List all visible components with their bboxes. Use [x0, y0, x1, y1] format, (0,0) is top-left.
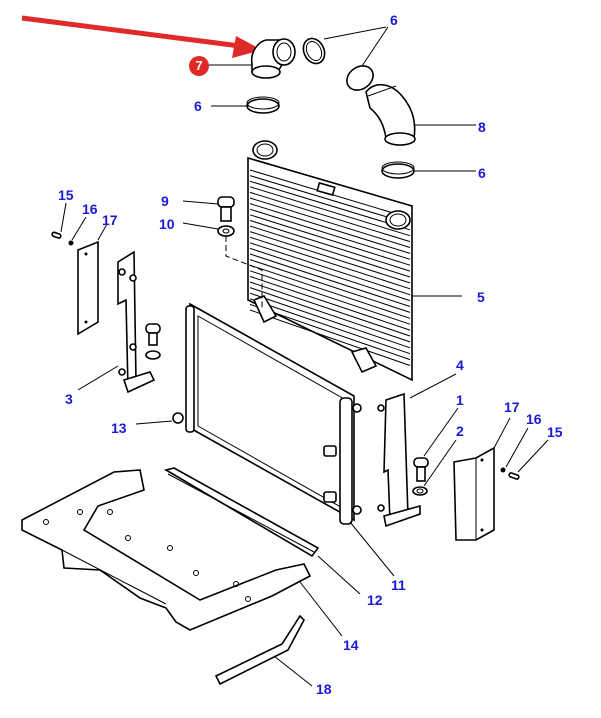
callout-8[interactable]: 8 — [478, 119, 486, 135]
intercooler-fin — [249, 231, 411, 284]
part-12-seal-strip[interactable] — [163, 467, 320, 558]
intercooler-fin — [249, 175, 411, 225]
intercooler-fin — [249, 259, 411, 313]
callout-5[interactable]: 5 — [477, 289, 485, 305]
bracket-3-bolt[interactable] — [145, 323, 161, 360]
part-17-cover-left[interactable] — [77, 240, 99, 336]
intercooler-fin — [249, 180, 411, 231]
part-13-mount[interactable] — [172, 412, 184, 424]
part-5-intercooler[interactable] — [247, 140, 413, 382]
part-10-washer[interactable] — [217, 225, 235, 237]
callout-3[interactable]: 3 — [65, 391, 73, 407]
intercooler-fin — [249, 225, 411, 278]
intercooler-fin — [249, 253, 411, 307]
part-4-bracket[interactable] — [377, 392, 421, 528]
callout-12[interactable]: 12 — [367, 592, 383, 608]
callout-15[interactable]: 15 — [58, 187, 74, 203]
highlight-arrow — [21, 15, 262, 58]
callout-13[interactable]: 13 — [111, 420, 127, 436]
part-6-clamp-pair[interactable] — [299, 35, 377, 95]
callout-4[interactable]: 4 — [456, 357, 464, 373]
part-3-bracket[interactable] — [117, 250, 156, 394]
part-7-elbow-hose[interactable] — [250, 38, 296, 79]
intercooler-fin — [249, 287, 411, 343]
part-14-base-frame[interactable] — [21, 469, 312, 631]
callout-15[interactable]: 15 — [547, 424, 563, 440]
part-16-nut-right[interactable] — [500, 467, 506, 473]
callout-6[interactable]: 6 — [478, 165, 486, 181]
part-1-bolt[interactable] — [413, 457, 429, 482]
callout-10[interactable]: 10 — [159, 216, 175, 232]
callout-14[interactable]: 14 — [343, 637, 359, 653]
intercooler-fin — [249, 309, 411, 366]
callout-17[interactable]: 17 — [504, 399, 520, 415]
intercooler-fin — [249, 270, 411, 325]
part-9-bolt[interactable] — [217, 196, 235, 222]
callout-7-highlighted[interactable]: 7 — [189, 56, 209, 76]
intercooler-fin — [249, 208, 411, 260]
part-18-seal-strip[interactable] — [214, 614, 305, 686]
intercooler-fin — [249, 292, 411, 349]
part-6-clamp-lower[interactable] — [381, 161, 415, 179]
callout-6[interactable]: 6 — [390, 12, 398, 28]
intercooler-fin — [249, 298, 411, 355]
callout-1[interactable]: 1 — [456, 392, 464, 408]
part-8-elbow-hose[interactable] — [365, 84, 416, 146]
part-11-radiator[interactable] — [185, 302, 362, 525]
part-6-clamp[interactable] — [246, 96, 280, 114]
intercooler-fin — [249, 219, 411, 272]
part-16-nut-left[interactable] — [68, 240, 74, 246]
intercooler-fin — [249, 214, 411, 266]
callout-16[interactable]: 16 — [82, 201, 98, 217]
callout-18[interactable]: 18 — [316, 681, 332, 697]
intercooler-fin — [249, 236, 411, 290]
part-15-screw-right[interactable] — [508, 472, 520, 480]
part-15-screw-left[interactable] — [51, 231, 62, 239]
callout-11[interactable]: 11 — [391, 577, 406, 593]
callout-17[interactable]: 17 — [102, 212, 118, 228]
intercooler-fin — [249, 186, 411, 237]
intercooler-fin — [249, 264, 411, 319]
part-17-cover-right[interactable] — [453, 446, 495, 541]
intercooler-fin — [249, 203, 411, 254]
callout-6[interactable]: 6 — [194, 98, 202, 114]
intercooler-fin — [249, 281, 411, 337]
callout-2[interactable]: 2 — [456, 423, 464, 439]
intercooler-fin — [249, 247, 411, 302]
intercooler-fin — [249, 191, 411, 243]
intercooler-fin — [249, 242, 411, 296]
callout-9[interactable]: 9 — [161, 193, 169, 209]
intercooler-fin — [249, 303, 411, 361]
callout-16[interactable]: 16 — [526, 411, 542, 427]
part-2-washer[interactable] — [412, 486, 428, 496]
intercooler-fin — [249, 197, 411, 248]
intercooler-fin — [249, 275, 411, 331]
